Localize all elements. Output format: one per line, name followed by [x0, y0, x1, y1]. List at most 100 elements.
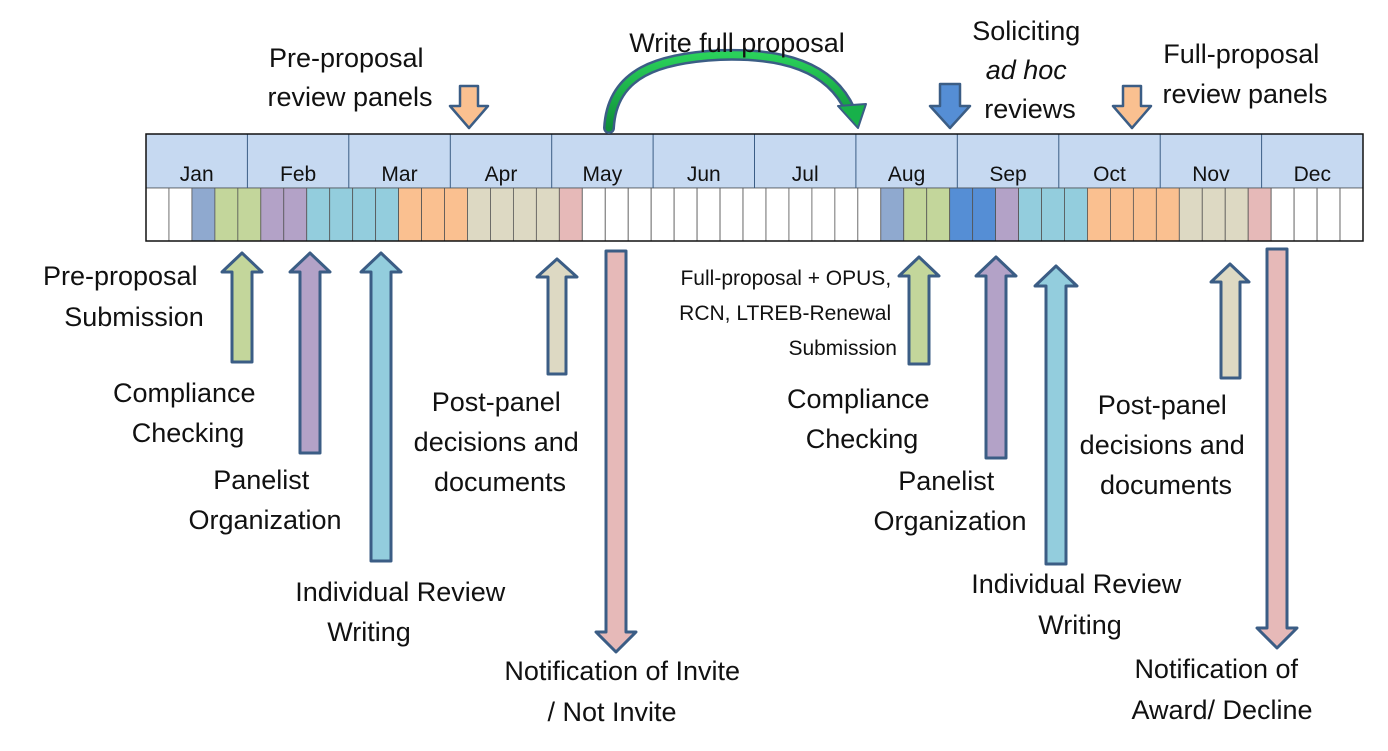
month-label-jan: Jan — [180, 163, 214, 186]
week-cell — [168, 187, 193, 242]
pre-proposal-submission-label: Pre-proposal Submission — [43, 261, 205, 332]
month-labels: Jan Feb Mar Apr May Jun Jul Aug Sep Oct Nov Dec — [180, 163, 1331, 186]
notification-invite-label: Notification of Invite / Not Invite — [504, 656, 747, 727]
individual-review-arrow-1 — [359, 251, 403, 563]
panelist-organization-label-2: Panelist Organization — [873, 466, 1026, 536]
week-cell — [995, 187, 1019, 242]
week-cell — [145, 187, 170, 242]
week-cell — [926, 187, 951, 242]
week-cell — [972, 187, 997, 242]
week-cell — [811, 187, 836, 242]
notification-invite-arrow — [594, 249, 638, 654]
pre-proposal-panels-arrow — [448, 84, 490, 130]
panelist-organization-label-1: Panelist Organization — [188, 465, 341, 535]
month-label-aug: Aug — [888, 163, 925, 186]
week-cell — [1224, 187, 1249, 242]
week-cell — [513, 187, 537, 242]
full-proposal-panels-label: Full-proposal review panels — [1162, 39, 1327, 109]
week-cell — [535, 187, 560, 242]
week-cell — [375, 187, 399, 242]
week-cell — [604, 187, 629, 242]
week-cell — [1339, 187, 1364, 242]
write-full-proposal-label: Write full proposal — [629, 28, 845, 58]
month-label-mar: Mar — [381, 163, 417, 186]
week-cell — [834, 187, 859, 242]
individual-review-label-2: Individual Review Writing — [971, 569, 1189, 640]
week-cell — [1247, 187, 1272, 242]
panelist-organization-arrow-1 — [288, 251, 332, 455]
week-cell — [444, 187, 468, 242]
week-cell — [742, 187, 767, 242]
week-cell — [857, 187, 882, 242]
week-cell — [352, 187, 377, 242]
post-panel-decisions-arrow-2 — [1209, 262, 1251, 380]
month-label-jul: Jul — [792, 163, 819, 186]
week-cell — [329, 187, 354, 242]
week-cell — [283, 187, 308, 242]
week-cells-row — [145, 187, 1364, 242]
week-cell — [903, 187, 928, 242]
month-label-feb: Feb — [280, 163, 316, 186]
week-cell — [214, 187, 239, 242]
post-panel-decisions-arrow-1 — [535, 257, 579, 376]
write-full-proposal-curve-arrow — [603, 48, 867, 134]
notification-award-arrow — [1255, 247, 1299, 650]
week-cell — [581, 187, 606, 242]
week-cell — [719, 187, 744, 242]
month-dividers — [246, 134, 1263, 188]
month-label-sep: Sep — [989, 163, 1026, 186]
week-cell — [558, 187, 583, 242]
month-label-oct: Oct — [1093, 163, 1126, 186]
month-label-may: May — [583, 163, 623, 186]
week-cell — [398, 187, 422, 242]
week-cell — [880, 187, 905, 242]
week-cell — [306, 187, 331, 242]
week-cell — [1110, 187, 1134, 242]
week-cell — [1041, 187, 1065, 242]
week-cell — [1178, 187, 1203, 242]
week-cell — [949, 187, 974, 242]
compliance-checking-label-2: Compliance Checking — [787, 384, 937, 454]
pre-proposal-submission-arrow — [220, 251, 264, 364]
ad-hoc-reviews-arrow — [928, 82, 972, 130]
timeline-outline — [145, 133, 1364, 242]
week-cell — [1201, 187, 1226, 242]
week-cell — [1293, 187, 1318, 242]
notification-award-label: Notification of Award/ Decline — [1131, 654, 1312, 725]
post-panel-decisions-label-1: Post-panel decisions and documents — [414, 387, 587, 497]
month-label-dec: Dec — [1294, 163, 1331, 186]
week-cell — [788, 187, 813, 242]
week-cell — [765, 187, 790, 242]
week-cell — [1132, 187, 1157, 242]
week-cell — [490, 187, 514, 242]
week-cell — [260, 187, 285, 242]
week-cell — [421, 187, 445, 242]
full-proposal-panels-arrow — [1111, 84, 1153, 130]
week-cell — [673, 187, 698, 242]
week-cell — [191, 187, 216, 242]
post-panel-decisions-label-2: Post-panel decisions and documents — [1080, 390, 1253, 500]
week-cell — [1064, 187, 1088, 242]
full-proposal-submission-arrow — [897, 255, 941, 366]
full-proposal-submission-label: Full-proposal + OPUS, RCN, LTREB-Renewal… — [679, 267, 897, 360]
week-cell — [237, 187, 262, 242]
week-cell — [627, 187, 652, 242]
month-label-apr: Apr — [485, 163, 518, 186]
week-cell — [1155, 187, 1180, 242]
week-cell — [467, 187, 491, 242]
week-cell — [1018, 187, 1042, 242]
week-cell — [696, 187, 721, 242]
month-label-jun: Jun — [687, 163, 721, 186]
week-cell — [1087, 187, 1111, 242]
pre-proposal-panels-label: Pre-proposal review panels — [267, 43, 432, 112]
timeline-bar: Jan Feb Mar Apr May Jun Jul Aug Sep Oct Nov Dec — [145, 133, 1364, 242]
panelist-organization-arrow-2 — [974, 255, 1018, 460]
compliance-checking-label-1: Compliance Checking — [113, 378, 263, 448]
week-cell — [1270, 187, 1295, 242]
month-label-nov: Nov — [1192, 163, 1230, 186]
individual-review-arrow-2 — [1033, 264, 1079, 566]
week-cell — [650, 187, 675, 242]
individual-review-label-1: Individual Review Writing — [295, 577, 513, 647]
soliciting-ad-hoc-label: Soliciting ad hoc reviews — [972, 16, 1088, 124]
